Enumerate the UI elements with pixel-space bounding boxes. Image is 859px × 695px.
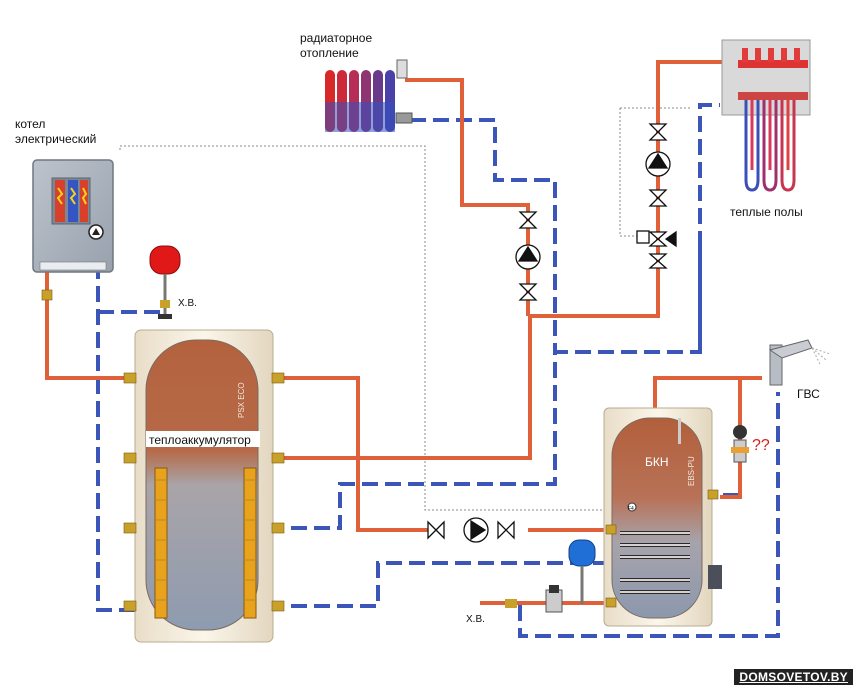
watermark: DOMSOVETOV.BY [734,669,853,685]
bkn-label: БКН [645,455,669,469]
dhw-safety-group [731,425,749,463]
cold-water-label-bottom: Х.В. [466,614,485,625]
bkn-circuit-valves [427,517,515,543]
heat-accumulator-tank [123,329,285,643]
floor-heating-manifold [721,39,811,192]
question-label: ?? [752,437,770,454]
bkn-water-heater [603,407,722,627]
bkn-model-label: EBS-PU [687,456,696,486]
hot-water-faucet-icon [768,339,831,386]
expansion-tank-water [568,539,596,604]
sensor-label: F4 [628,506,634,512]
radiator-icon [325,59,413,132]
radiator-circuit-valves [515,211,541,301]
cold-water-inlet-group [505,585,563,613]
expansion-tank-heating [149,245,181,319]
accumulator-label: теплоаккумулятор [149,433,251,447]
floor-circuit-valves [636,123,677,269]
cold-water-label-top: Х.В. [178,298,197,309]
accumulator-model-label: PSX ECO [237,382,246,418]
floor-heating-label: теплые полы [730,205,803,219]
hot-water-label: ГВС [797,387,820,401]
electric-boiler [32,159,114,273]
